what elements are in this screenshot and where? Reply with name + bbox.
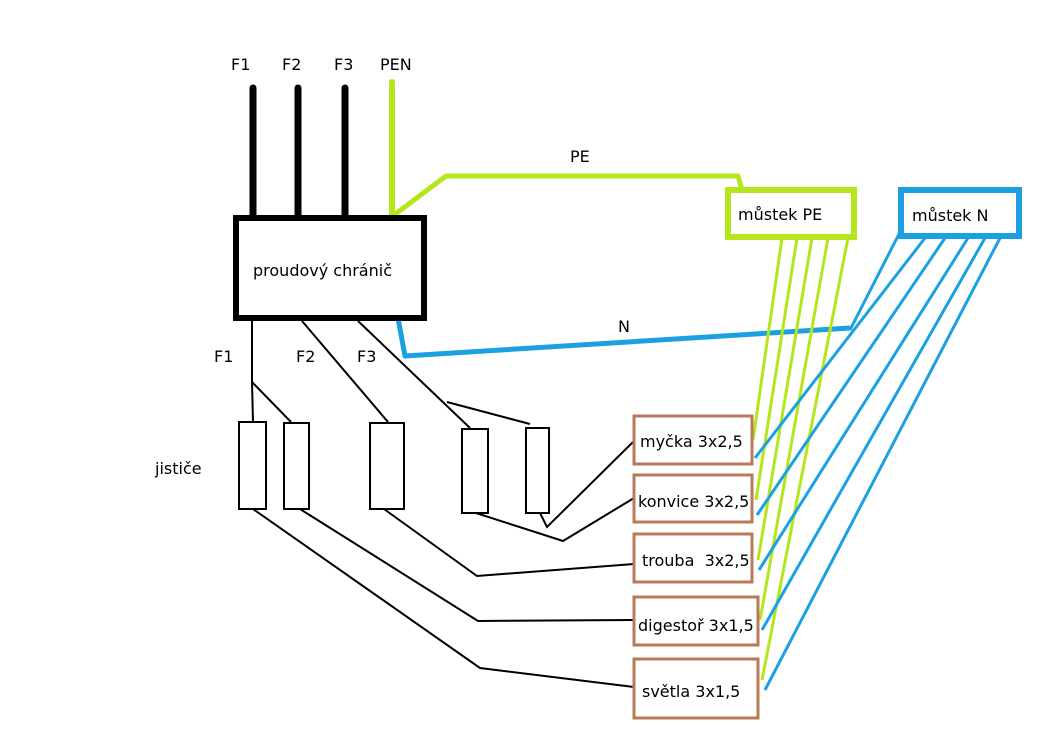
output-f3-label: F3 xyxy=(357,347,376,366)
n-wire-trouba xyxy=(757,237,970,571)
pe-bridge-box xyxy=(725,187,857,240)
pe-wire-digestor xyxy=(758,237,830,621)
circuit-label-konvice: konvice 3x2,5 xyxy=(638,492,749,511)
supply-pen-wire xyxy=(387,79,395,221)
f3-branch-wire xyxy=(446,401,531,425)
supply-f3-label: F3 xyxy=(334,55,353,74)
circuit-label-mycka: myčka 3x2,5 xyxy=(640,432,743,451)
n-wire-feed xyxy=(848,231,902,331)
rcd-box xyxy=(233,215,427,321)
n-wire-konvice xyxy=(755,237,947,516)
circuit-box-konvice xyxy=(632,473,754,524)
supply-f2-label: F2 xyxy=(282,55,301,74)
circuit-label-digestor: digestoř 3x1,5 xyxy=(638,616,754,635)
pe-bridge-wires xyxy=(751,237,850,681)
n-wire-mycka xyxy=(753,237,927,459)
n-wire-svetla xyxy=(763,237,1002,691)
breakers-label: jističe xyxy=(154,459,202,478)
breaker-5 xyxy=(525,427,550,514)
circuit-box-trouba xyxy=(632,532,754,584)
supply-pen-label: PEN xyxy=(380,55,412,74)
wire-to-svetla xyxy=(252,508,635,688)
circuit-boxes: myčka 3x2,5 konvice 3x2,5 trouba 3x2,5 d… xyxy=(632,414,760,720)
circuit-box-digestor xyxy=(632,595,760,647)
supply-conductors xyxy=(249,79,395,222)
breaker-circuit-wires xyxy=(252,440,635,688)
rcd-label: proudový chránič xyxy=(253,261,392,280)
output-f2-label: F2 xyxy=(296,347,315,366)
pe-bridge-label: můstek PE xyxy=(738,205,822,224)
wire-to-konvice xyxy=(475,497,635,543)
pe-wire-konvice xyxy=(754,237,799,501)
wire-to-trouba xyxy=(383,508,635,578)
breaker-3 xyxy=(369,422,405,510)
f3-output-wire xyxy=(357,320,471,429)
circuit-box-svetla xyxy=(632,657,760,720)
breakers xyxy=(238,421,550,514)
f1-output-wire xyxy=(251,321,254,423)
wire-to-mycka xyxy=(539,440,635,529)
supply-f1-label: F1 xyxy=(231,55,250,74)
f2-output-wire xyxy=(301,320,389,423)
phase-output-wires xyxy=(251,320,531,429)
pe-wire-label: PE xyxy=(570,147,590,166)
f1-branch-wire xyxy=(251,381,292,423)
n-wire-digestor xyxy=(760,237,987,631)
breaker-1 xyxy=(238,421,267,510)
n-wire-label: N xyxy=(618,317,630,336)
pe-wire xyxy=(388,173,745,220)
wire-to-digestor xyxy=(299,508,635,623)
n-wire xyxy=(395,317,851,359)
pe-wire-mycka xyxy=(751,237,784,441)
n-bridge-box xyxy=(898,187,1022,239)
circuit-label-svetla: světla 3x1,5 xyxy=(642,682,740,701)
circuit-box-mycka xyxy=(632,414,754,466)
output-f1-label: F1 xyxy=(214,347,233,366)
breaker-4 xyxy=(461,428,489,514)
pe-wire-trouba xyxy=(756,237,814,561)
breaker-2 xyxy=(283,422,310,510)
n-bridge-label: můstek N xyxy=(912,206,989,225)
circuit-label-trouba: trouba 3x2,5 xyxy=(642,551,750,570)
n-bridge-wires xyxy=(753,231,1002,691)
